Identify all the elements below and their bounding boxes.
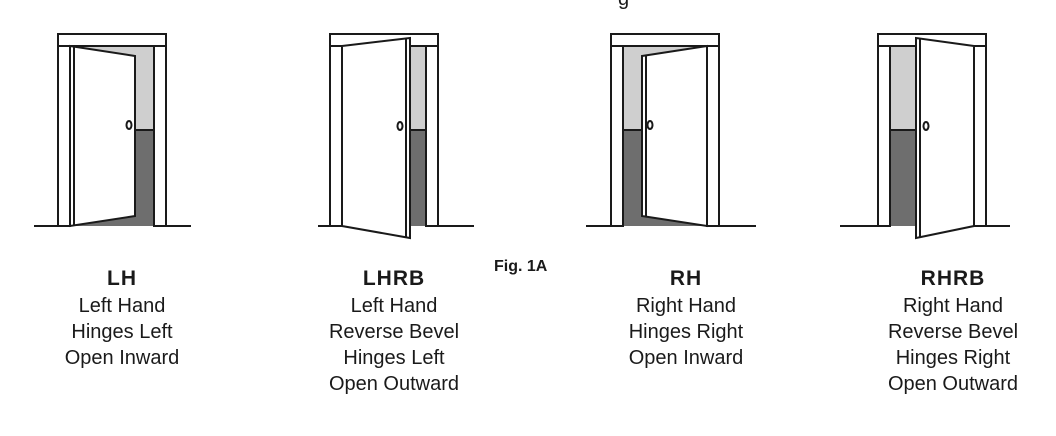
label-lhrb-line-2: Reverse Bevel xyxy=(328,321,460,343)
rhrb-jamb-left xyxy=(877,43,891,227)
label-lhrb-line-3: Hinges Left xyxy=(343,347,445,369)
rh-knob xyxy=(646,120,654,130)
label-rh: RH Right Hand Hinges Right Open Inward xyxy=(591,266,781,371)
label-rhrb-line-1: Right Hand xyxy=(902,295,1004,317)
door-lh-diagram xyxy=(34,33,191,228)
lhrb-knob xyxy=(396,121,404,131)
label-lh-line-3: Open Inward xyxy=(64,347,180,369)
label-lh-line-2: Hinges Left xyxy=(71,321,173,343)
lhrb-jamb-right xyxy=(425,43,439,227)
label-lh-code: LH xyxy=(107,267,137,290)
lh-jamb-right xyxy=(153,43,167,227)
rhrb-door-panel xyxy=(915,36,975,240)
rh-header xyxy=(610,33,720,47)
lh-knob xyxy=(125,120,133,130)
label-lh: LH Left Hand Hinges Left Open Inward xyxy=(27,266,217,371)
lhrb-jamb-left xyxy=(329,43,343,227)
rh-jamb-left xyxy=(610,43,624,227)
label-rh-code: RH xyxy=(669,267,703,290)
label-lhrb-line-1: Left Hand xyxy=(350,295,438,317)
label-lh-line-1: Left Hand xyxy=(78,295,166,317)
lh-jamb-left xyxy=(57,43,71,227)
label-lhrb: LHRB Left Hand Reverse Bevel Hinges Left… xyxy=(299,266,489,397)
rhrb-jamb-right xyxy=(973,43,987,227)
label-rh-line-1: Right Hand xyxy=(635,295,737,317)
figure-caption: Fig. 1A xyxy=(494,258,548,275)
rhrb-knob xyxy=(922,121,930,131)
lh-header xyxy=(57,33,167,47)
label-lhrb-line-4: Open Outward xyxy=(328,373,460,395)
label-rhrb-line-2: Reverse Bevel xyxy=(887,321,1019,343)
label-rhrb-line-4: Open Outward xyxy=(887,373,1019,395)
label-rh-line-3: Open Inward xyxy=(628,347,744,369)
label-rh-line-2: Hinges Right xyxy=(628,321,744,343)
label-rhrb: RHRB Right Hand Reverse Bevel Hinges Rig… xyxy=(858,266,1048,397)
rh-jamb-right xyxy=(706,43,720,227)
label-rhrb-code: RHRB xyxy=(920,267,986,290)
lh-door-panel xyxy=(69,44,136,228)
door-lhrb-diagram xyxy=(318,33,474,240)
cropped-heading-fragment: g xyxy=(618,0,629,11)
label-lhrb-code: LHRB xyxy=(362,267,426,290)
door-rhrb-diagram xyxy=(840,33,1010,240)
lhrb-door-panel xyxy=(341,36,411,240)
door-rh-diagram xyxy=(586,33,756,228)
label-rhrb-line-3: Hinges Right xyxy=(895,347,1011,369)
rh-door-panel xyxy=(641,44,708,228)
